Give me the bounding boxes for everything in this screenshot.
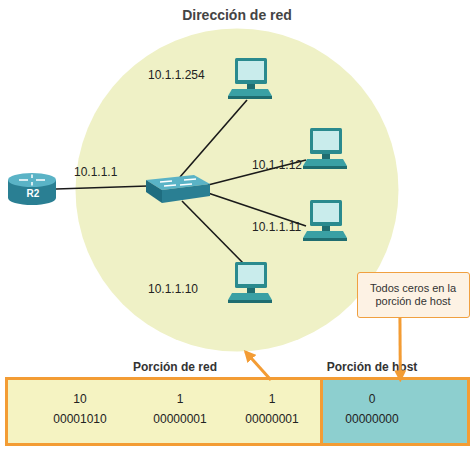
portion-heading: Porción de red: [115, 360, 235, 374]
computer-icon: [303, 128, 347, 169]
router-icon: [8, 173, 56, 205]
ip-address: 10.1.1.11: [252, 220, 312, 234]
ethernet-wires: [56, 100, 306, 266]
binary-octet: 00000001: [140, 412, 220, 426]
host-wire: [180, 100, 247, 177]
decimal-octet: 10: [40, 392, 120, 406]
computer-icon: [228, 58, 272, 99]
host-computer: 10.1.1.10: [148, 262, 274, 306]
host-computer: 10.1.1.11: [252, 198, 348, 242]
network-circle: Dirección de red10.1.1.25410.1.1.1210.1.…: [75, 28, 399, 352]
host-computer: 10.1.1.254: [148, 56, 274, 104]
computer-icon: [228, 262, 272, 303]
binary-octet: 00000000: [332, 412, 412, 426]
callout-box: Todos ceros en la porción de host: [357, 272, 470, 318]
network-portion: Porción de red10000010101000000011000000…: [8, 380, 321, 444]
ip-address: 10.1.1.10: [148, 282, 228, 296]
host-wire: [208, 193, 306, 226]
decimal-octet: 1: [140, 392, 220, 406]
ip-address: 10.1.1.254: [148, 68, 228, 82]
router-name: R2: [8, 188, 58, 200]
callout-text: Todos ceros en la porción de host: [361, 282, 465, 308]
router-node: R2: [8, 168, 58, 208]
portion-heading: Porción de host: [312, 360, 432, 374]
decimal-octet: 1: [232, 392, 312, 406]
host-portion: Porción de host000000000: [322, 380, 467, 444]
diagram-title: Dirección de red: [137, 7, 337, 24]
decimal-octet: 0: [332, 392, 412, 406]
pointer-arrow: [398, 318, 401, 380]
ip-address: 10.1.1.12: [252, 158, 312, 172]
binary-octet: 00001010: [40, 412, 120, 426]
switch-icon: [146, 175, 210, 203]
address-frame: [7, 379, 469, 445]
circle-outline: [75, 28, 399, 352]
pointer-arrow: [245, 352, 270, 380]
circle-fill: [76, 29, 399, 352]
computer-icon: [303, 200, 347, 241]
portion-divider: [320, 378, 323, 445]
router-wire: [56, 186, 148, 189]
binary-octet: 00000001: [232, 412, 312, 426]
host-wire: [208, 160, 306, 185]
host-wire: [182, 201, 246, 266]
host-computer: 10.1.1.12: [252, 128, 348, 170]
